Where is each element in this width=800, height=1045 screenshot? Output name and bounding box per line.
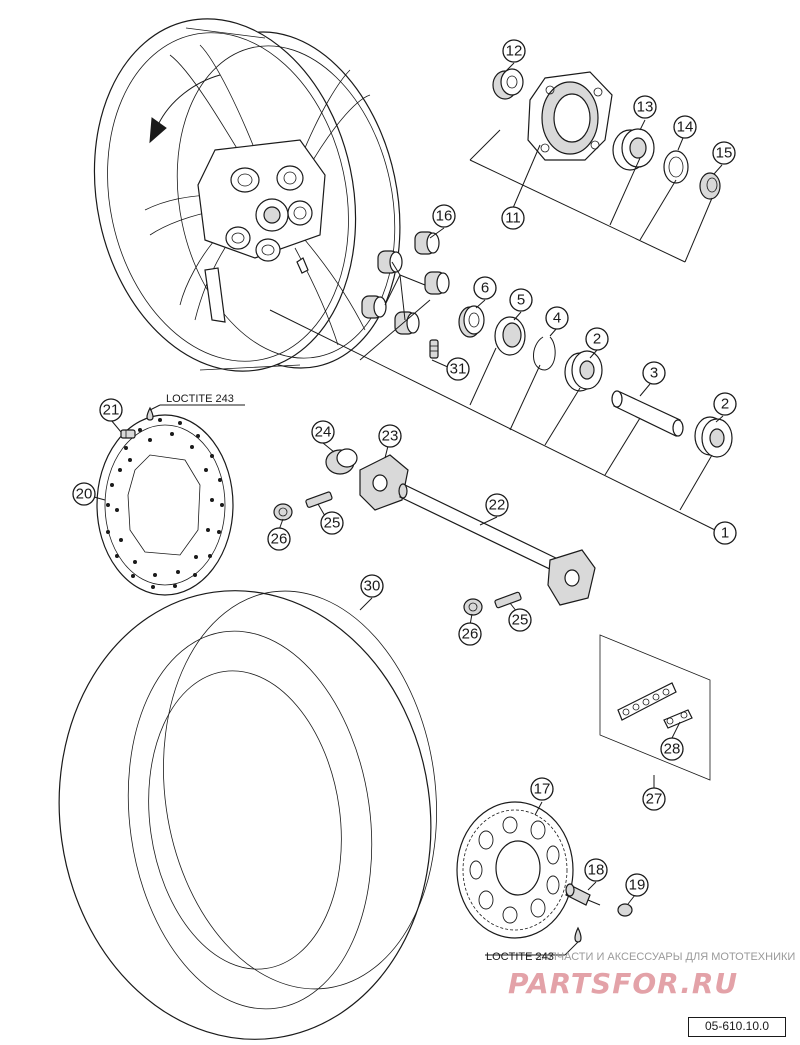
nut-19 [617, 903, 633, 917]
callout-26-upper: 26 [267, 527, 291, 551]
sprocket-bolt-18 [565, 883, 601, 906]
chain-adjuster-23 [359, 454, 409, 511]
callout-14: 14 [673, 115, 697, 139]
wheel-spindle-22 [398, 483, 596, 606]
svg-text:23: 23 [382, 428, 399, 445]
svg-text:2: 2 [721, 396, 729, 413]
callout-30: 30 [360, 574, 384, 598]
svg-text:31: 31 [450, 361, 467, 378]
axle-nut-24 [325, 448, 358, 475]
watermark-tagline: ЗАПЧАСТИ И АКСЕССУАРЫ ДЛЯ МОТОТЕХНИКИ [535, 951, 795, 963]
callout-2-lower: 2 [713, 392, 737, 416]
callout-22: 22 [485, 493, 509, 517]
callout-24: 24 [311, 420, 335, 444]
adjuster-screw-25-upper [305, 491, 333, 508]
callout-3: 3 [642, 361, 666, 385]
callout-6: 6 [473, 276, 497, 300]
spacer-15 [699, 172, 721, 200]
circlip-4 [533, 336, 556, 371]
svg-text:18: 18 [588, 862, 605, 879]
svg-text:11: 11 [505, 210, 521, 227]
spacer-bush-12 [492, 68, 524, 100]
callout-5: 5 [509, 288, 533, 312]
callout-2-upper: 2 [585, 327, 609, 351]
shaft-seal-14 [663, 150, 689, 184]
svg-text:30: 30 [364, 578, 381, 595]
nut-26-upper [273, 503, 293, 521]
svg-text:1: 1 [721, 525, 729, 542]
callout-15: 15 [712, 141, 736, 165]
valve-31 [429, 339, 439, 359]
callout-31: 31 [446, 357, 470, 381]
watermark-logo: PARTSFOR.RU [508, 967, 738, 1000]
document-number: 05-610.10.0 [688, 1017, 786, 1037]
callout-1: 1 [713, 521, 737, 545]
svg-text:12: 12 [506, 43, 523, 60]
svg-text:15: 15 [716, 145, 733, 162]
svg-text:6: 6 [481, 280, 489, 297]
callout-25-lower: 25 [508, 608, 532, 632]
callout-13: 13 [633, 95, 657, 119]
svg-text:25: 25 [324, 515, 341, 532]
adjuster-screw-25-lower [494, 591, 522, 609]
loctite-drop-top-icon [146, 406, 154, 421]
callout-25-upper: 25 [320, 511, 344, 535]
svg-text:22: 22 [489, 497, 506, 514]
svg-text:13: 13 [637, 99, 654, 116]
svg-text:4: 4 [553, 310, 561, 327]
callout-26-lower: 26 [458, 622, 482, 646]
loctite-note-top: LOCTITE 243 [166, 393, 234, 405]
brake-disc-20 [96, 414, 234, 596]
svg-text:17: 17 [534, 781, 551, 798]
svg-text:27: 27 [646, 791, 663, 808]
svg-text:2: 2 [593, 331, 601, 348]
bearing-2-lower [694, 416, 733, 458]
svg-text:14: 14 [677, 119, 694, 136]
rear-sprocket-17 [456, 801, 574, 939]
svg-text:25: 25 [512, 612, 529, 629]
bearing-2-upper [564, 350, 603, 392]
seal-6 [458, 305, 485, 338]
chain-link-28 [663, 709, 693, 729]
callout-21: 21 [99, 398, 123, 422]
callout-19: 19 [625, 873, 649, 897]
callout-18: 18 [584, 858, 608, 882]
svg-text:26: 26 [462, 626, 479, 643]
callout-16: 16 [432, 204, 456, 228]
svg-text:5: 5 [517, 292, 525, 309]
tyre-30 [58, 590, 437, 1040]
callout-27: 27 [642, 787, 666, 811]
svg-text:3: 3 [650, 365, 658, 382]
svg-text:24: 24 [315, 424, 332, 441]
sprocket-carrier-11 [527, 71, 613, 161]
callout-4: 4 [545, 306, 569, 330]
nut-26-lower [463, 598, 483, 616]
callout-12: 12 [502, 39, 526, 63]
callout-17: 17 [530, 777, 554, 801]
loctite-note-bottom: LOCTITE 243 [486, 951, 554, 963]
callout-20: 20 [72, 482, 96, 506]
svg-text:28: 28 [664, 741, 681, 758]
svg-text:21: 21 [103, 402, 120, 419]
loctite-drop-bottom-icon [574, 926, 582, 943]
svg-text:26: 26 [271, 531, 288, 548]
svg-text:16: 16 [436, 208, 453, 225]
distance-sleeve-3 [611, 390, 684, 437]
chain-box [599, 634, 711, 781]
disc-screw-21 [120, 429, 136, 439]
svg-text:19: 19 [629, 877, 646, 894]
callout-23: 23 [378, 424, 402, 448]
rear-wheel-rim [93, 18, 401, 372]
bearing-5 [494, 316, 526, 356]
callout-11: 11 [501, 206, 525, 230]
svg-text:20: 20 [76, 486, 93, 503]
bearing-13 [612, 128, 655, 171]
callout-28: 28 [660, 737, 684, 761]
damper-rubbers-16 [361, 231, 450, 335]
